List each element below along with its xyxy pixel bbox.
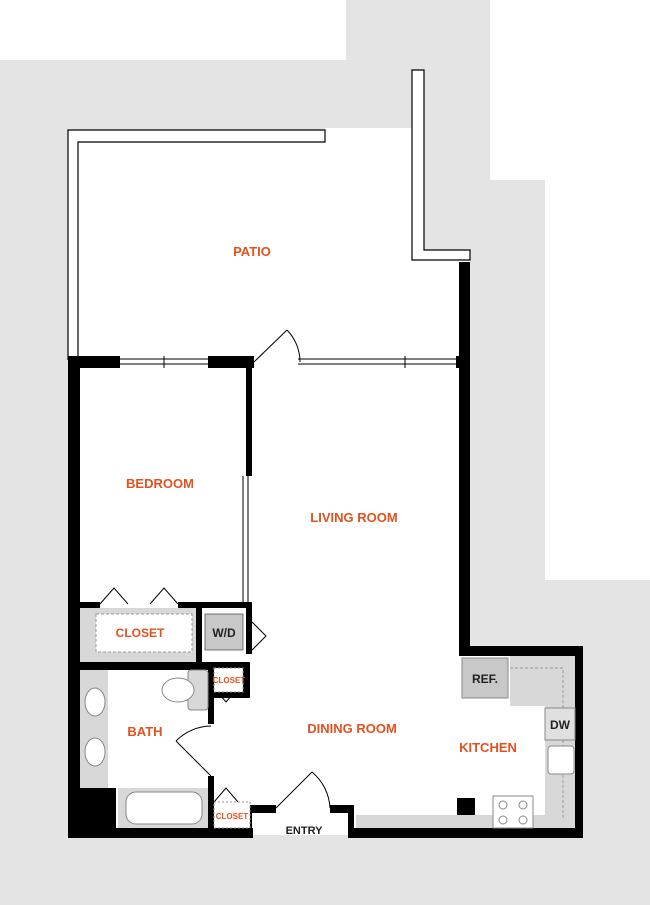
closet-bifold-doors[interactable] bbox=[99, 587, 267, 803]
wall-kitchen-right bbox=[575, 646, 583, 838]
bathtub-icon bbox=[118, 788, 208, 828]
wall-entry-stub-left bbox=[246, 805, 276, 813]
label-closet-bedroom: CLOSET bbox=[116, 626, 165, 640]
patio-swing-door[interactable] bbox=[253, 329, 301, 363]
bedroom-sliding-door[interactable] bbox=[242, 476, 249, 602]
wall-closet-bottom bbox=[78, 662, 248, 670]
wall-top-mid bbox=[208, 356, 254, 368]
toilet-icon bbox=[161, 669, 209, 711]
refrigerator bbox=[461, 657, 509, 699]
label-bath: BATH bbox=[127, 724, 162, 739]
label-closet-lower: CLOSET bbox=[216, 812, 249, 821]
label-entry: ENTRY bbox=[286, 825, 324, 837]
patio-window-left bbox=[120, 356, 208, 368]
wall-wd-right bbox=[246, 602, 252, 654]
sink-2-icon bbox=[84, 737, 106, 767]
label-closet-upper: CLOSET bbox=[213, 676, 246, 685]
bath-door[interactable] bbox=[175, 725, 212, 777]
wall-bedroom-closet-top bbox=[78, 602, 100, 608]
wall-entry-post bbox=[348, 805, 354, 838]
wall-right-upper bbox=[459, 262, 470, 652]
wall-left bbox=[68, 358, 80, 838]
wall-closet-upper-right bbox=[243, 662, 250, 698]
wall-bottom-left bbox=[68, 828, 253, 838]
wall-bottom-right bbox=[350, 828, 583, 838]
wall-bedroom-closet-top-r bbox=[178, 602, 252, 608]
closet-lower bbox=[213, 801, 251, 829]
label-bedroom: BEDROOM bbox=[126, 476, 194, 491]
wall-kitchen-top bbox=[459, 646, 583, 656]
label-dw: DW bbox=[550, 718, 571, 732]
wall-corner-block bbox=[68, 788, 116, 838]
sink-1-icon bbox=[84, 687, 106, 717]
wall-wd-left bbox=[196, 602, 202, 664]
wall-entry-stub bbox=[330, 805, 354, 813]
kitchen-sink-icon bbox=[547, 745, 575, 775]
label-wd: W/D bbox=[212, 626, 236, 640]
patio-railing bbox=[67, 129, 326, 360]
stove-icon bbox=[492, 795, 534, 829]
label-ref: REF. bbox=[472, 672, 498, 686]
patio-railing-right bbox=[411, 69, 471, 261]
wall-bedroom-right bbox=[246, 366, 252, 476]
wall-closet-upper-bottom bbox=[208, 692, 250, 698]
wd-unit bbox=[204, 613, 244, 651]
wall-top-left bbox=[68, 356, 120, 368]
dishwasher bbox=[544, 707, 576, 741]
patio-area bbox=[68, 70, 470, 365]
label-living-room: LIVING ROOM bbox=[310, 510, 397, 525]
label-dining-room: DINING ROOM bbox=[307, 721, 397, 736]
bedroom-closet-inner bbox=[95, 613, 193, 653]
label-kitchen: KITCHEN bbox=[459, 740, 517, 755]
patio-sliding-door[interactable] bbox=[298, 356, 456, 368]
kitchen-counter bbox=[356, 656, 575, 828]
label-patio: PATIO bbox=[233, 244, 271, 259]
wall-bath-right-lower bbox=[208, 776, 214, 832]
closet-upper bbox=[213, 667, 244, 693]
entry-door[interactable] bbox=[275, 771, 331, 809]
